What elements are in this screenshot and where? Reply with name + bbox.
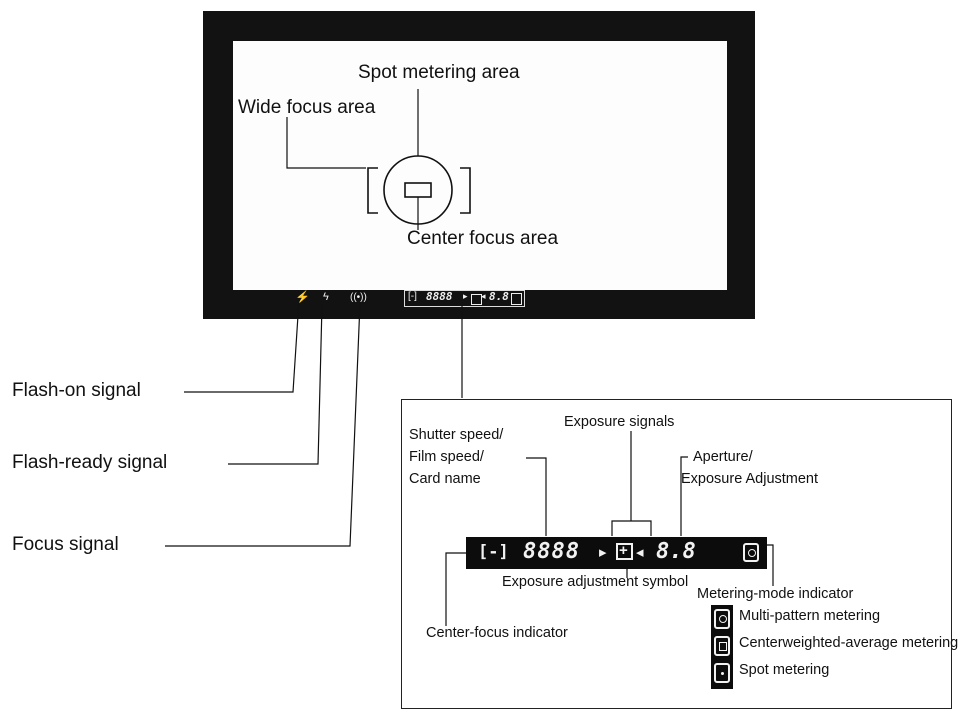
wide-focus-bracket-right	[460, 167, 471, 214]
flash-on-signal-label: Flash-on signal	[12, 380, 141, 401]
exposure-signals-label: Exposure signals	[564, 414, 675, 430]
exposure-right-arrow-icon: ▸	[599, 544, 607, 561]
vf-aperture-digits: 8.8	[489, 290, 509, 303]
spot-metering-label: Spot metering	[739, 662, 830, 678]
metering-mode-icon-column	[711, 605, 733, 689]
vf-left-arrow-icon: ◂	[481, 291, 486, 301]
aperture-label: Aperture/	[693, 449, 753, 465]
aperture-digits: 8.8	[656, 539, 696, 564]
focus-signal-icon: ((•))	[350, 292, 367, 303]
viewfinder-screen	[233, 41, 727, 290]
wide-focus-area-label: Wide focus area	[238, 97, 376, 118]
vf-metering-mode-icon	[511, 293, 522, 305]
lcd-display-strip: [-] 8888 ▸ + ◂ 8.8	[466, 537, 767, 569]
shutter-speed-digits: 8888	[523, 539, 580, 564]
vf-shutter-digits: 8888	[426, 290, 453, 303]
wide-focus-bracket-left	[367, 167, 378, 214]
multi-pattern-metering-icon	[714, 609, 730, 629]
exposure-adjustment-symbol-label: Exposure adjustment symbol	[502, 574, 689, 590]
exposure-adjustment-label: Exposure Adjustment	[681, 471, 819, 487]
film-speed-label: Film speed/	[409, 449, 484, 465]
exposure-left-arrow-icon: ◂	[636, 544, 644, 561]
center-focus-area-label: Center focus area	[407, 228, 559, 249]
metering-mode-indicator-label: Metering-mode indicator	[697, 586, 854, 602]
aperture-leader	[680, 456, 688, 536]
centerweighted-metering-label: Centerweighted-average metering	[739, 635, 959, 651]
viewfinder-display-bar: [-] 8888 ▸ ◂ 8.8	[404, 290, 525, 307]
focus-signal-leader	[165, 302, 361, 547]
spot-metering-area-label: Spot metering area	[358, 62, 520, 83]
card-name-label: Card name	[409, 471, 481, 487]
metering-mode-leader	[767, 544, 774, 586]
metering-mode-icon	[743, 543, 759, 562]
flash-ready-icon: ϟ	[323, 291, 329, 303]
center-focus-leader	[445, 552, 466, 626]
focus-signal-label: Focus signal	[12, 534, 119, 555]
shutter-leader	[526, 457, 547, 536]
flash-ready-signal-label: Flash-ready signal	[12, 452, 168, 473]
vf-plus-icon	[471, 294, 482, 305]
shutter-speed-label: Shutter speed/	[409, 427, 504, 443]
vf-center-focus-indicator: [-]	[408, 291, 417, 302]
spot-metering-icon	[714, 663, 730, 683]
vf-right-arrow-icon: ▸	[463, 291, 468, 301]
center-focus-indicator-glyph: [-]	[478, 542, 509, 562]
exposure-signals-bracket	[611, 520, 652, 536]
flash-on-leader	[184, 299, 300, 393]
center-focus-indicator-label: Center-focus indicator	[426, 625, 568, 641]
multi-pattern-metering-label: Multi-pattern metering	[739, 608, 881, 624]
exposure-adjustment-plus-icon: +	[616, 542, 633, 560]
centerweighted-metering-icon	[714, 636, 730, 656]
flash-ready-leader	[228, 304, 323, 465]
